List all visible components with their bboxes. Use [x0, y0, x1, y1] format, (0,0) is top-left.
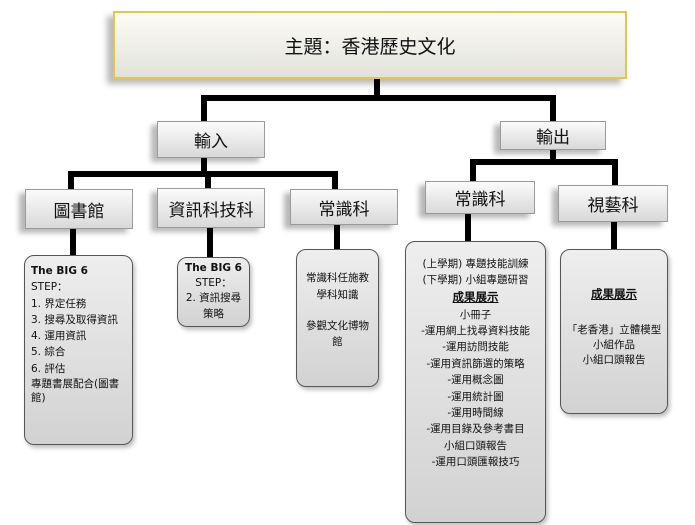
- va-output-node: 視藝科: [558, 185, 668, 222]
- it-detail-panel: The BIG 6 STEP： 2. 資訊搜尋策略: [177, 257, 250, 327]
- detail-line: -運用目錄及參考書目: [426, 423, 525, 436]
- detail-line: The BIG 6: [185, 262, 242, 274]
- detail-line: -運用概念圖: [447, 374, 504, 387]
- detail-line: 5. 綜合: [31, 346, 66, 359]
- detail-line: 參觀文化博物館: [306, 319, 369, 349]
- detail-line: 成果展示: [591, 287, 637, 301]
- detail-line: 小組口頭報告: [444, 439, 507, 452]
- connector: [205, 171, 211, 189]
- detail-line: STEP：: [31, 281, 68, 294]
- connector: [465, 212, 471, 244]
- gs-input-label: 常識科: [318, 199, 370, 220]
- connector: [207, 226, 213, 258]
- gs-output-detail-panel: (上學期) 專題技能訓練 (下學期) 小組專題研習 成果展示 小冊子 -運用網上…: [405, 241, 546, 523]
- connector: [550, 147, 556, 165]
- detail-line: 專題書展配合(圖書館): [31, 377, 120, 405]
- detail-line: 3. 搜尋及取得資訊: [31, 313, 118, 326]
- connector: [470, 159, 476, 181]
- detail-line: 小組口頭報告: [582, 354, 646, 367]
- connector: [611, 220, 617, 250]
- root-topic-title: 主題：香港歷史文化: [284, 35, 456, 58]
- library-label: 圖書館: [53, 201, 105, 222]
- detail-line: 4. 運用資訊: [31, 330, 87, 343]
- input-node: 輸入: [157, 121, 265, 158]
- output-node: 輸出: [500, 121, 606, 150]
- detail-line: The BIG 6: [31, 265, 88, 277]
- connector: [470, 159, 618, 165]
- root-topic-box: 主題：香港歷史文化: [113, 11, 627, 79]
- connector: [334, 224, 340, 250]
- detail-line: -運用資訊篩選的策略: [426, 357, 525, 370]
- gs-output-label: 常識科: [454, 190, 506, 210]
- connector: [550, 95, 556, 123]
- library-detail-panel: The BIG 6 STEP： 1. 界定任務 3. 搜尋及取得資訊 4. 運用…: [24, 255, 133, 445]
- gs-input-detail-panel: 常識科任施教學科知識 參觀文化博物館: [296, 249, 379, 387]
- detail-line: -運用時間線: [447, 406, 504, 419]
- connector: [201, 95, 207, 123]
- library-node: 圖書館: [25, 189, 133, 229]
- detail-line: 6. 評估: [31, 362, 66, 375]
- it-subject-label: 資訊科技科: [168, 200, 254, 221]
- detail-line: -運用統計圖: [447, 390, 504, 403]
- connector: [374, 78, 380, 98]
- output-label: 輸出: [536, 128, 570, 148]
- connector: [68, 171, 74, 191]
- connector: [201, 156, 207, 176]
- va-detail-panel: 成果展示 「老香港」立體模型小組作品 小組口頭報告: [560, 249, 668, 414]
- detail-line: 「老香港」立體模型小組作品: [566, 323, 662, 351]
- detail-line: 常識科任施教學科知識: [306, 272, 369, 301]
- detail-line: 小冊子: [459, 308, 492, 321]
- gs-output-node: 常識科: [425, 181, 535, 214]
- detail-line: STEP：: [195, 277, 232, 290]
- connector: [612, 159, 618, 187]
- connector: [70, 228, 76, 256]
- detail-line: -運用口頭匯報技巧: [431, 456, 520, 469]
- connector: [68, 171, 338, 177]
- connector: [332, 171, 338, 191]
- detail-line: 1. 界定任務: [31, 297, 87, 310]
- input-label: 輸入: [194, 132, 228, 152]
- it-subject-node: 資訊科技科: [157, 188, 265, 228]
- connector: [201, 95, 556, 101]
- detail-line: (下學期) 小組專題研習: [422, 274, 529, 287]
- va-output-label: 視藝科: [587, 196, 639, 216]
- detail-line: -運用網上找尋資料技能: [421, 325, 530, 338]
- detail-line: -運用訪問技能: [442, 341, 509, 354]
- gs-input-node: 常識科: [290, 189, 398, 225]
- detail-line: 2. 資訊搜尋策略: [185, 292, 242, 320]
- detail-line: 成果展示: [452, 289, 499, 304]
- detail-line: (上學期) 專題技能訓練: [422, 258, 529, 270]
